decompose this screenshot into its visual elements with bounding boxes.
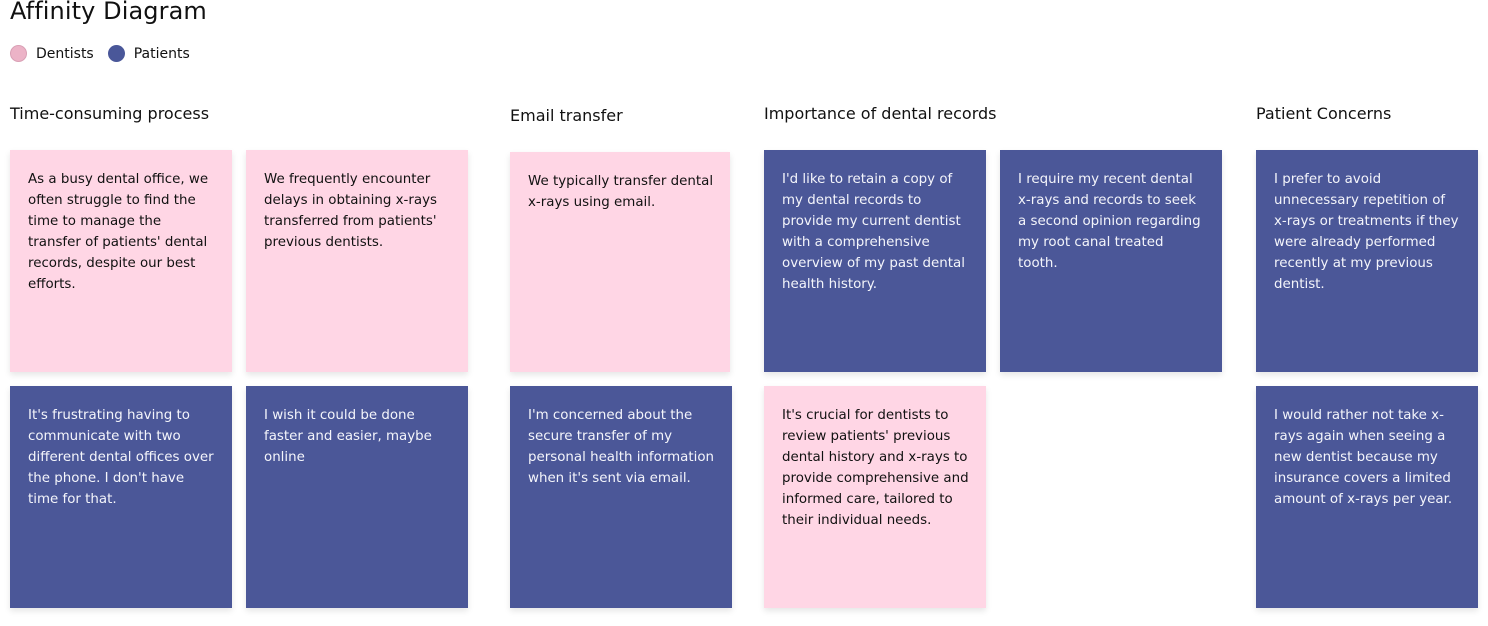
legend-label-patients: Patients	[133, 45, 190, 62]
legend-item-patients: Patients	[107, 45, 190, 62]
group-heading-dental-records: Importance of dental records	[764, 104, 997, 123]
sticky-note[interactable]: I would rather not take x-rays again whe…	[1256, 386, 1478, 608]
group-heading-patient-concerns: Patient Concerns	[1256, 104, 1392, 123]
sticky-note[interactable]: I wish it could be done faster and easie…	[246, 386, 468, 608]
dentists-swatch	[10, 45, 27, 62]
legend-label-dentists: Dentists	[36, 45, 94, 62]
page-title: Affinity Diagram	[10, 0, 207, 25]
sticky-note[interactable]: I'm concerned about the secure transfer …	[510, 386, 732, 608]
sticky-note[interactable]: As a busy dental office, we often strugg…	[10, 150, 232, 372]
patients-swatch	[107, 45, 125, 62]
legend-item-dentists: Dentists	[10, 45, 94, 62]
group-heading-time-consuming: Time-consuming process	[10, 104, 210, 123]
group-heading-email-transfer: Email transfer	[510, 106, 623, 125]
sticky-note[interactable]: I require my recent dental x-rays and re…	[1000, 150, 1222, 372]
legend: Dentists Patients	[10, 45, 204, 62]
sticky-note[interactable]: It's frustrating having to communicate w…	[10, 386, 232, 608]
sticky-note[interactable]: It's crucial for dentists to review pati…	[764, 386, 986, 608]
sticky-note[interactable]: I'd like to retain a copy of my dental r…	[764, 150, 986, 372]
sticky-note[interactable]: I prefer to avoid unnecessary repetition…	[1256, 150, 1478, 372]
sticky-note[interactable]: We typically transfer dental x-rays usin…	[510, 152, 730, 372]
sticky-note[interactable]: We frequently encounter delays in obtain…	[246, 150, 468, 372]
